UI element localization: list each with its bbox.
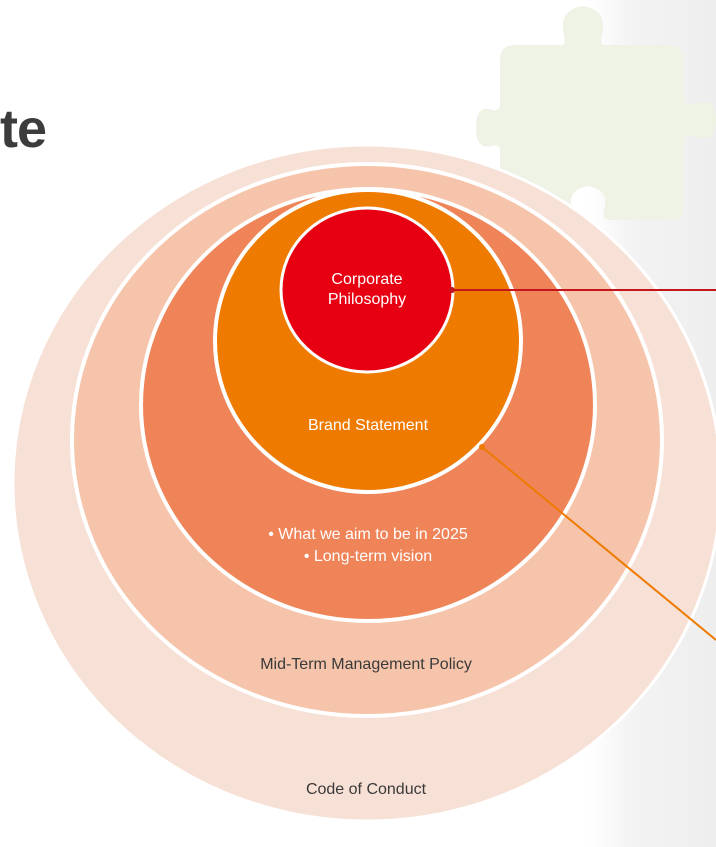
code-of-conduct-label: Code of Conduct <box>305 781 427 798</box>
brand-statement-label: Brand Statement <box>307 417 429 434</box>
corporate-philosophy-label: Corporate Philosophy <box>297 270 437 310</box>
corporate-philosophy-line-2: Philosophy <box>327 291 407 308</box>
page-heading-fragment: te <box>0 99 47 159</box>
brand-connector-dot <box>479 444 485 450</box>
vision-label: • What we aim to be in 2025 • Long-term … <box>218 524 518 568</box>
vision-line-2: • Long-term vision <box>303 548 433 565</box>
philosophy-connector-dot <box>449 287 455 293</box>
brand-connector-line <box>481 446 716 641</box>
puzzle-piece-icon <box>476 6 716 222</box>
corporate-philosophy-line-1: Corporate <box>331 271 403 288</box>
vision-line-1: • What we aim to be in 2025 <box>268 526 468 543</box>
mid-term-policy-label: Mid-Term Management Policy <box>260 656 472 673</box>
